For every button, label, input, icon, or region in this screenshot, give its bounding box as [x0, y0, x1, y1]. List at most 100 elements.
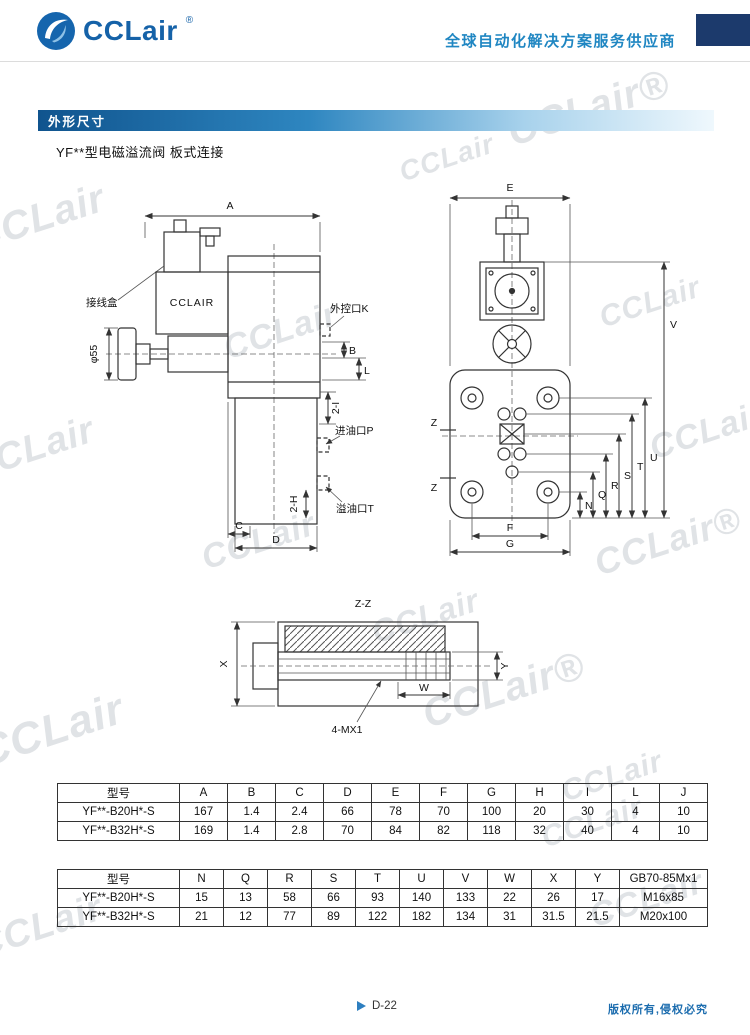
solenoid-end-view	[479, 205, 545, 321]
table-cell: 30	[563, 802, 612, 822]
page-header: CCLair ® 全球自动化解决方案服务供应商	[0, 0, 750, 62]
adjust-knob	[117, 327, 229, 381]
dim-label-n: N	[585, 500, 593, 512]
table-cell: 100	[467, 802, 516, 822]
table-cell: 134	[443, 907, 488, 927]
table-cell: 26	[531, 888, 576, 908]
dimension-w: W	[397, 682, 451, 699]
table-cell: 66	[311, 888, 356, 908]
centerlines	[106, 244, 336, 534]
dimension-b: B	[322, 341, 366, 359]
dimension-r: R	[602, 453, 619, 519]
dim-label-s: S	[624, 470, 631, 482]
section-title-zz: Z-Z	[355, 598, 372, 610]
table-cell: 32	[515, 821, 564, 841]
port-t-label: 溢油口T	[336, 502, 374, 515]
column-header: 型号	[57, 869, 180, 889]
page-marker-icon	[357, 1001, 366, 1011]
table-cell: 89	[311, 907, 356, 927]
table-cell: 12	[223, 907, 268, 927]
hand-knob-top-view	[492, 324, 532, 364]
dim-label-f: F	[507, 522, 513, 534]
column-header: G	[467, 783, 516, 803]
section-cut-marks: Z Z	[431, 417, 456, 494]
page-number-label: D-22	[372, 1000, 397, 1012]
column-header: D	[323, 783, 372, 803]
company-tagline: 全球自动化解决方案服务供应商	[444, 33, 676, 50]
table-cell: 118	[467, 821, 516, 841]
centerlines	[442, 200, 578, 530]
table-cell: 20	[515, 802, 564, 822]
dim-label-t: T	[637, 461, 644, 473]
table-cell: 1.4	[227, 821, 276, 841]
solenoid-coil: CCLAIR	[155, 271, 229, 335]
table-cell: 93	[355, 888, 400, 908]
column-header: 型号	[57, 783, 180, 803]
table-cell: 13	[223, 888, 268, 908]
dim-label-r: R	[611, 480, 619, 492]
table-cell: 15	[179, 888, 224, 908]
dimension-2h: 2-H	[288, 489, 310, 519]
table-cell: 84	[371, 821, 420, 841]
dimension-2i: 2-I	[319, 391, 342, 425]
column-header: B	[227, 783, 276, 803]
table-cell: 22	[487, 888, 532, 908]
table-cell: YF**-B32H*-S	[57, 821, 180, 841]
table-cell: 4	[611, 821, 660, 841]
section-title-bar: 外形尺寸	[38, 110, 714, 131]
table-cell: YF**-B20H*-S	[57, 802, 180, 822]
dimension-s: S	[615, 433, 631, 519]
registered-mark: ®	[185, 14, 194, 26]
dimension-u: U	[641, 397, 658, 519]
column-header: U	[399, 869, 444, 889]
table-cell: 1.4	[227, 802, 276, 822]
table-cell: 10	[659, 802, 708, 822]
dim-label-x: X	[218, 660, 230, 667]
column-header: S	[311, 869, 356, 889]
table-cell: 133	[443, 888, 488, 908]
dim-label-d: D	[272, 534, 280, 546]
table-cell: 70	[323, 821, 372, 841]
dim-label-v: V	[670, 319, 677, 331]
table-cell: M20x100	[619, 907, 708, 927]
mounting-body-top-view	[449, 369, 571, 519]
dimension-d: D	[234, 526, 318, 552]
column-header: I	[563, 783, 612, 803]
table-cell: 31.5	[531, 907, 576, 927]
table-cell: 17	[575, 888, 620, 908]
column-header: X	[531, 869, 576, 889]
dim-label-a: A	[226, 200, 233, 212]
section-body	[277, 621, 479, 707]
brand-logo: CCLair ®	[36, 11, 193, 51]
dimension-y: Y	[452, 651, 511, 681]
junction-box-label: 接线盒	[86, 296, 118, 309]
table-cell: YF**-B32H*-S	[57, 907, 180, 927]
dimension-t: T	[628, 413, 644, 519]
dim-label-c: C	[235, 520, 243, 532]
table-cell: 77	[267, 907, 312, 927]
column-header: C	[275, 783, 324, 803]
column-header: J	[659, 783, 708, 803]
column-header: F	[419, 783, 468, 803]
column-header: R	[267, 869, 312, 889]
dim-label-q: Q	[598, 489, 606, 501]
dim-label-knob-diameter: φ55	[88, 345, 100, 364]
cut-label-z-bottom: Z	[431, 482, 438, 494]
column-header: L	[611, 783, 660, 803]
table-cell: 66	[323, 802, 372, 822]
dim-label-u: U	[650, 452, 658, 464]
table-cell: 40	[563, 821, 612, 841]
brand-plate-label: CCLAIR	[170, 297, 215, 309]
table-cell: 10	[659, 821, 708, 841]
port-p-label: 进油口P	[335, 424, 374, 437]
table-cell: 182	[399, 907, 444, 927]
column-header: GB70-85Mx1	[619, 869, 708, 889]
dim-label-w: W	[419, 682, 429, 694]
